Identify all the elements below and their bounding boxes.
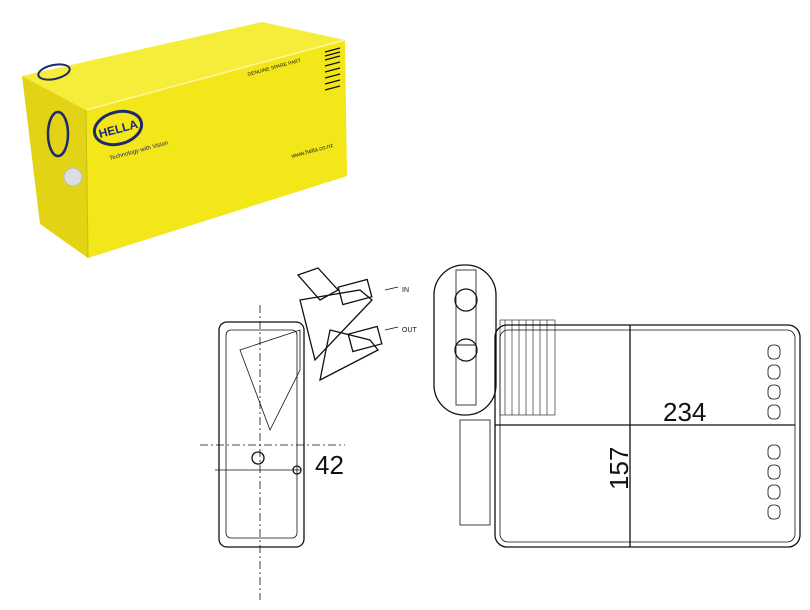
end-tank-slots bbox=[767, 344, 781, 520]
product-box: HELLA Technology with Vision GENUINE SPA… bbox=[22, 22, 347, 259]
outlet-label: OUT bbox=[402, 327, 418, 334]
hella-logo-top bbox=[37, 63, 71, 81]
depth-dimension: 42 bbox=[315, 450, 344, 480]
box-front-face bbox=[86, 40, 347, 258]
hella-logo bbox=[92, 109, 144, 147]
width-dimension: 234 bbox=[663, 397, 706, 427]
hologram-sticker bbox=[63, 167, 83, 187]
fin-hatching bbox=[504, 320, 548, 415]
barcode bbox=[324, 47, 341, 91]
height-dimension: 157 bbox=[604, 447, 634, 490]
side-view-drawing: IN OUT 42 bbox=[200, 267, 418, 600]
inlet-label: IN bbox=[402, 287, 409, 294]
box-end-face bbox=[22, 76, 88, 258]
heater-core-drawing: 234 157 bbox=[433, 264, 801, 548]
box-top-face bbox=[22, 22, 345, 110]
hella-logo-end bbox=[46, 110, 70, 158]
